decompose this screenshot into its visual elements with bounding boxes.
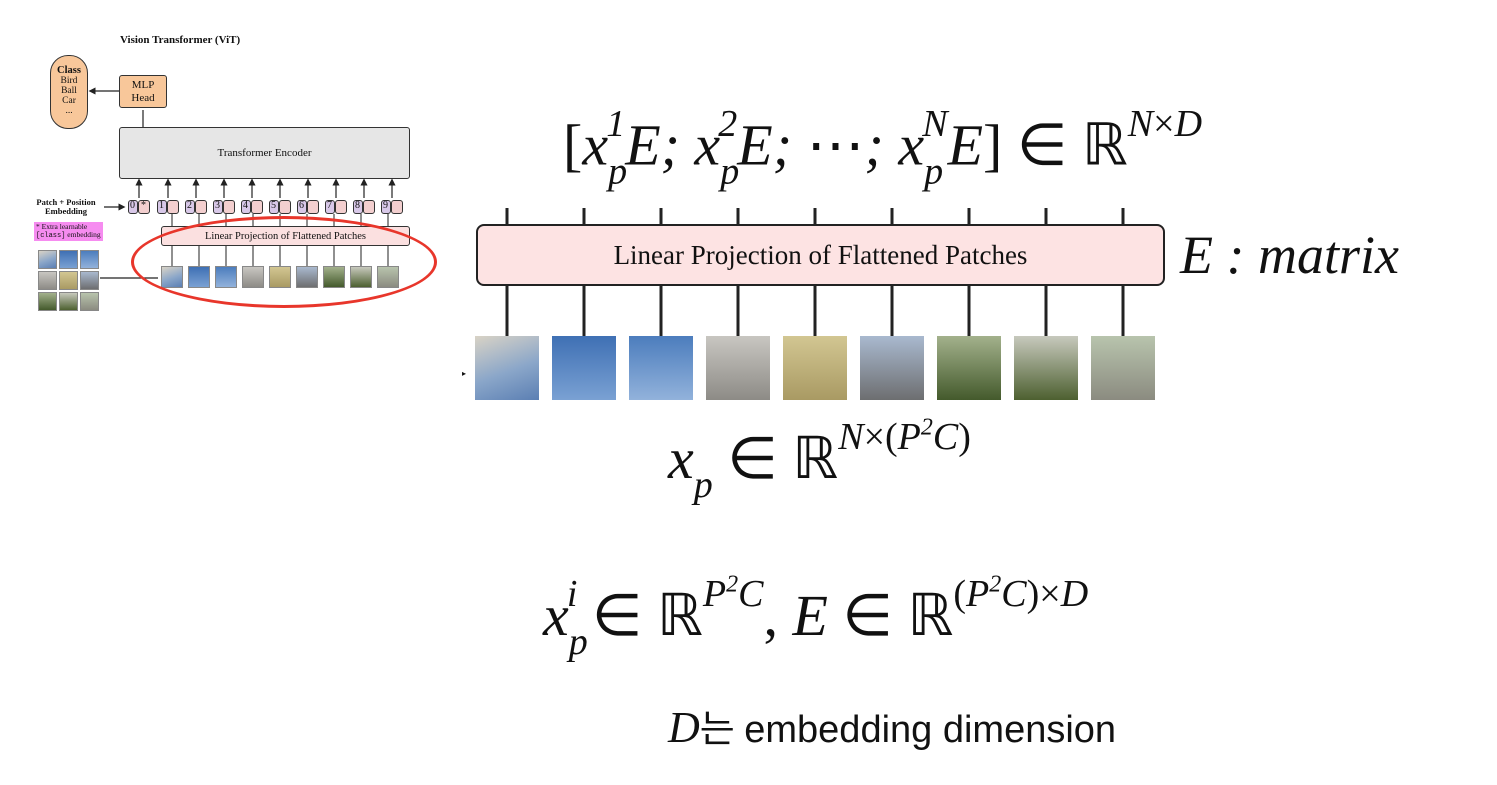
token-label: 3 [215,200,220,211]
token-label: 2 [187,200,192,211]
position-embedding [297,200,307,214]
flattened-patch-image [475,336,539,400]
e-matrix-label: E : matrix [1180,225,1399,285]
patch-embedding [251,200,263,214]
token-label: 1 [159,200,164,211]
class-heading: Class [57,65,81,76]
patch-embedding [363,200,375,214]
shapes-equation: xpi ∈ ℝP2C, E ∈ ℝ(P2C)×D [543,572,1089,663]
position-embedding [381,200,391,214]
extra-learnable-label: * Extra learnable [class] embedding [34,222,103,241]
patch-embedding [195,200,207,214]
dimension-text: embedding dimension [744,709,1117,751]
linear-projection-box: Linear Projection of Flattened Patches [476,224,1165,286]
dimension-caption: D는 embedding dimension [668,698,1116,753]
extra-label-code: [class] [36,232,66,240]
token-label: 9 [383,200,388,211]
class-item: Bird [60,76,78,86]
input-image-cell [80,250,99,269]
flattened-patch-image [1014,336,1078,400]
flattened-patch-image [552,336,616,400]
linear-projection-label: Linear Projection of Flattened Patches [613,239,1028,270]
patch-embedding [223,200,235,214]
class-token-embedding [128,200,138,214]
token-label: 5 [271,200,276,211]
position-embedding [241,200,251,214]
patch-position-label: Patch + Position Embedding [36,197,96,216]
arrow-tick: ▸ [462,369,467,378]
input-image-cell [59,271,78,290]
input-image-cell [59,292,78,311]
patch-embedding [335,200,347,214]
flattened-patch-image [1091,336,1155,400]
input-image-cell [38,271,57,290]
class-item: Ball [61,86,77,96]
token-label: 8 [355,200,360,211]
token-label: 6 [299,200,304,211]
token-label: 4 [243,200,248,211]
class-item: Car [62,96,76,106]
encoder-input-arrows [135,178,396,198]
flattened-patch-image [860,336,924,400]
token-label: * [141,200,146,211]
input-image-cell [59,250,78,269]
position-embedding [325,200,335,214]
mlp-head-box: MLP Head [119,75,167,108]
input-image-cell [80,292,99,311]
patch-embedding [391,200,403,214]
transformer-encoder-box: Transformer Encoder [119,127,410,179]
dimension-symbol: D [668,703,700,752]
patch-embedding [279,200,291,214]
transformer-encoder-label: Transformer Encoder [217,147,312,159]
input-image-cell [38,292,57,311]
dimension-particle: 는 [699,709,735,751]
flattened-patch-image [706,336,770,400]
class-output-box: Class Bird Ball Car ... [50,55,88,129]
class-item: ... [65,106,73,116]
position-embedding [185,200,195,214]
position-embedding [213,200,223,214]
highlight-ellipse [131,216,437,308]
embedding-sequence-equation: [xp1E; xp2E; ⋯; xpNE] ∈ ℝN×D [563,103,1203,193]
patch-embedding [167,200,179,214]
big-projection-connectors [505,208,1125,336]
position-embedding [269,200,279,214]
input-image-cell [80,271,99,290]
input-image-cell [38,250,57,269]
token-label: 7 [327,200,332,211]
token-label: 0 [130,200,135,211]
flattened-patch-image [783,336,847,400]
flattened-patch-image [629,336,693,400]
class-token-star [138,200,150,214]
patch-embedding [307,200,319,214]
extra-label-line2: embedding [67,230,101,239]
position-embedding [157,200,167,214]
vit-title: Vision Transformer (ViT) [120,34,241,46]
patches-equation: xp ∈ ℝN×(P2C) [668,415,971,506]
flattened-patch-image [937,336,1001,400]
position-embedding [353,200,363,214]
extra-label-line1: * Extra learnable [36,222,88,231]
